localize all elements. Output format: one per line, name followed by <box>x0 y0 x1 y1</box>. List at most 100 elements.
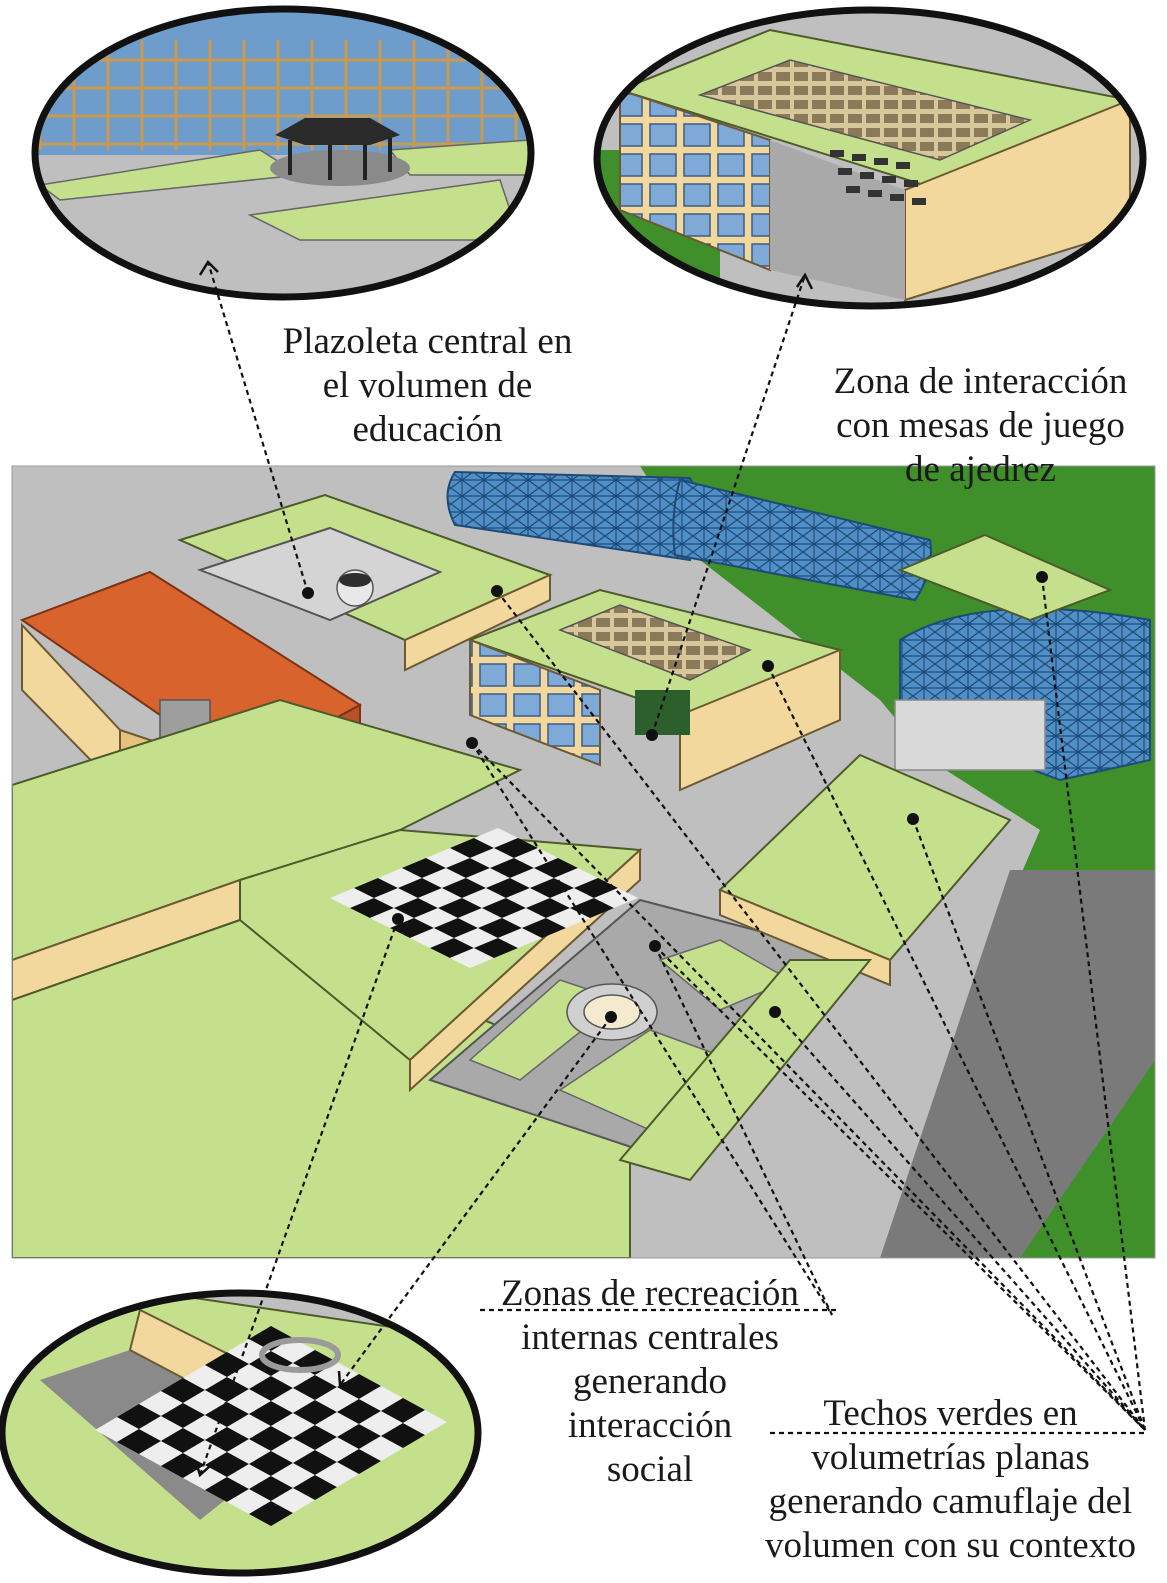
detail-ajedrez <box>597 10 1143 306</box>
chess-square <box>337 1449 381 1474</box>
aerial-view <box>12 466 1155 1258</box>
leader-lines <box>198 261 1147 1476</box>
chess-table <box>830 150 844 157</box>
chess-square <box>227 1489 271 1514</box>
label-ajedrez-line-3: de ajedrez <box>905 449 1056 490</box>
chess-square <box>359 1411 403 1436</box>
label-ajedrez: Zona de interacción con mesas de juego d… <box>808 360 1153 492</box>
label-techos: Techos verdes en volumetrías planas gene… <box>738 1392 1163 1568</box>
chess-square <box>594 888 638 908</box>
chess-square <box>293 1400 337 1425</box>
chess-square <box>271 1413 315 1438</box>
chess-square <box>293 1425 337 1450</box>
chess-square <box>494 838 538 858</box>
detail-chess-courtyard <box>2 1293 478 1573</box>
chess-square <box>293 1450 337 1475</box>
chess-square <box>450 948 494 968</box>
chess-square <box>183 1415 227 1440</box>
anchor-dots <box>302 571 1048 1023</box>
chess-square <box>370 908 414 928</box>
chess-square <box>227 1389 271 1414</box>
chess-square <box>478 918 522 938</box>
chess-square <box>315 1387 359 1412</box>
chess-square <box>381 1423 425 1448</box>
chess-square <box>482 898 526 918</box>
chess-square <box>183 1390 227 1415</box>
chess-square <box>205 1352 249 1377</box>
chess-square <box>394 898 438 918</box>
chess-square <box>249 1376 293 1401</box>
label-plazoleta-line-3: educación <box>352 409 503 450</box>
chess-square <box>378 868 422 888</box>
chess-square <box>530 878 574 898</box>
chess-table <box>846 186 860 193</box>
chess-square <box>249 1326 293 1351</box>
chess-square <box>161 1378 205 1403</box>
chess-square <box>205 1402 249 1427</box>
chess-square <box>381 1398 425 1423</box>
chess-volume <box>467 588 843 792</box>
chess-square <box>458 908 502 928</box>
chess-square <box>330 888 374 908</box>
chess-square <box>249 1401 293 1426</box>
chess-square <box>271 1338 315 1363</box>
chess-square <box>139 1416 183 1441</box>
chess-square <box>462 888 506 908</box>
chess-square <box>418 888 462 908</box>
chess-square <box>486 878 530 898</box>
chess-square <box>466 868 510 888</box>
chess-square <box>205 1452 249 1477</box>
chess-square <box>390 918 434 938</box>
chess-square <box>227 1464 271 1489</box>
ellipse-frame-2 <box>593 6 1147 310</box>
chess-square <box>434 918 478 938</box>
chess-board <box>330 828 638 968</box>
chess-square <box>205 1377 249 1402</box>
label-ajedrez-line-2: con mesas de juego <box>836 405 1125 446</box>
chess-square <box>293 1375 337 1400</box>
chess-square <box>315 1362 359 1387</box>
chess-square <box>526 898 570 918</box>
chess-square <box>183 1465 227 1490</box>
chess-table <box>912 198 926 205</box>
chess-square <box>454 928 498 948</box>
chess-square <box>117 1429 161 1454</box>
chess-square <box>403 1410 447 1435</box>
chess-square <box>95 1417 139 1442</box>
ellipse-frame-1 <box>31 5 535 301</box>
chess-square <box>205 1477 249 1502</box>
chess-square <box>249 1451 293 1476</box>
label-recreacion-line-3: generando <box>572 1361 728 1402</box>
chess-square <box>271 1463 315 1488</box>
chess-square <box>414 908 458 928</box>
chess-square <box>117 1404 161 1429</box>
chess-square <box>426 848 470 868</box>
label-ajedrez-line-1: Zona de interacción <box>833 361 1128 402</box>
chess-square <box>450 838 494 858</box>
chess-square <box>522 918 566 938</box>
chess-square <box>183 1365 227 1390</box>
label-recreacion-line-1: Zonas de recreación <box>501 1273 799 1314</box>
education-volume <box>177 493 553 672</box>
chess-square <box>442 878 486 898</box>
chess-table <box>896 162 910 169</box>
chess-square <box>337 1374 381 1399</box>
chess-square <box>550 888 594 908</box>
chess-square <box>570 898 614 918</box>
chess-square <box>249 1426 293 1451</box>
chess-square <box>271 1438 315 1463</box>
chess-square <box>183 1440 227 1465</box>
ellipse-frame-3 <box>0 1289 482 1577</box>
chess-square <box>249 1501 293 1526</box>
chess-square <box>502 908 546 928</box>
chess-square <box>354 878 398 898</box>
chess-square <box>510 868 554 888</box>
chess-square <box>498 928 542 948</box>
label-recreacion-line-2: internas centrales <box>521 1317 779 1358</box>
chess-square <box>271 1488 315 1513</box>
chess-square <box>446 858 490 878</box>
chess-square <box>227 1364 271 1389</box>
chess-square <box>438 898 482 918</box>
chess-square <box>534 858 578 878</box>
